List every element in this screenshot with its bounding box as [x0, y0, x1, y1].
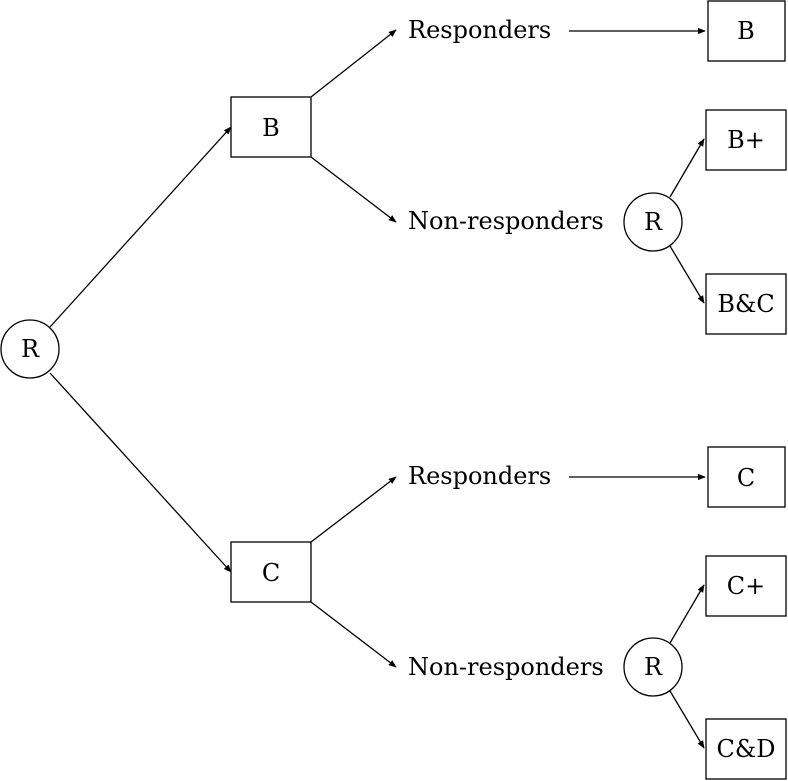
b-combine-label: B&C	[717, 290, 774, 318]
b-combine-node: B&C	[705, 273, 787, 335]
b-augment-node: B+	[705, 109, 787, 171]
c-responders-label: Responders	[408, 462, 551, 490]
b-rerandomization-label: R	[644, 208, 663, 236]
edge-b-r-to-bplus	[669, 138, 705, 198]
c-combine-label: C&D	[717, 735, 776, 763]
b-continue-label: B	[737, 17, 755, 45]
edges	[49, 27, 706, 749]
edge-b-r-to-bandc	[669, 245, 705, 304]
root-randomization-label: R	[21, 335, 40, 363]
c-continue-node: C	[707, 446, 786, 508]
b-continue-node: B	[707, 0, 786, 62]
treatment-c-node: C	[230, 541, 312, 603]
c-combine-node: C&D	[705, 718, 787, 780]
edge-c-r-to-candd	[669, 690, 705, 749]
c-nonresponders-label: Non-responders	[408, 653, 604, 681]
c-rerandomization-label: R	[644, 653, 663, 681]
b-augment-label: B+	[727, 126, 765, 154]
c-augment-node: C+	[705, 555, 787, 617]
edge-root-to-b	[49, 126, 232, 328]
root-randomization-node: R	[0, 319, 60, 379]
edge-root-to-c	[49, 372, 232, 573]
edge-b-to-responders	[310, 29, 397, 98]
c-continue-label: C	[737, 464, 755, 492]
edge-c-to-nonresponders	[310, 601, 397, 668]
edge-c-to-responders	[310, 476, 397, 543]
c-rerandomization-node: R	[623, 637, 683, 697]
b-responders-label: Responders	[408, 16, 551, 44]
treatment-b-label: B	[262, 114, 280, 142]
treatment-c-label: C	[262, 559, 280, 587]
b-rerandomization-node: R	[623, 192, 683, 252]
edge-c-r-to-cplus	[669, 584, 705, 644]
b-nonresponders-label: Non-responders	[408, 207, 604, 235]
c-augment-label: C+	[727, 572, 765, 600]
treatment-b-node: B	[230, 96, 312, 158]
edge-b-to-nonresponders	[310, 156, 397, 223]
